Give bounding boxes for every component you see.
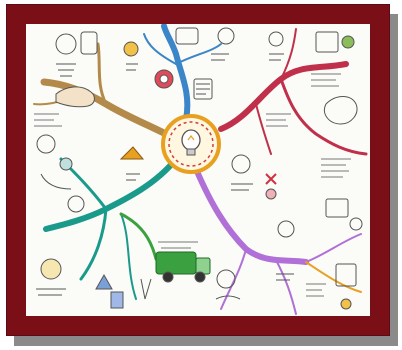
- doodle-top-left: [55, 31, 139, 77]
- doodle-top-center: [154, 27, 235, 100]
- lightbulb-icon: [181, 129, 201, 151]
- mind-map-drawing: [26, 24, 370, 316]
- central-node: [161, 114, 221, 174]
- branch-top: [161, 24, 191, 122]
- doodle-right: [231, 113, 363, 231]
- mind-map-image: [26, 24, 370, 316]
- doodle-bottom-right: [215, 220, 357, 310]
- doodle-left: [36, 134, 145, 213]
- x-mark-icon: [265, 173, 277, 185]
- doodle-hand: [34, 86, 95, 127]
- doodle-bottom-left: [36, 258, 152, 309]
- truck-icon: [155, 241, 211, 283]
- doodle-top-right: [268, 31, 358, 125]
